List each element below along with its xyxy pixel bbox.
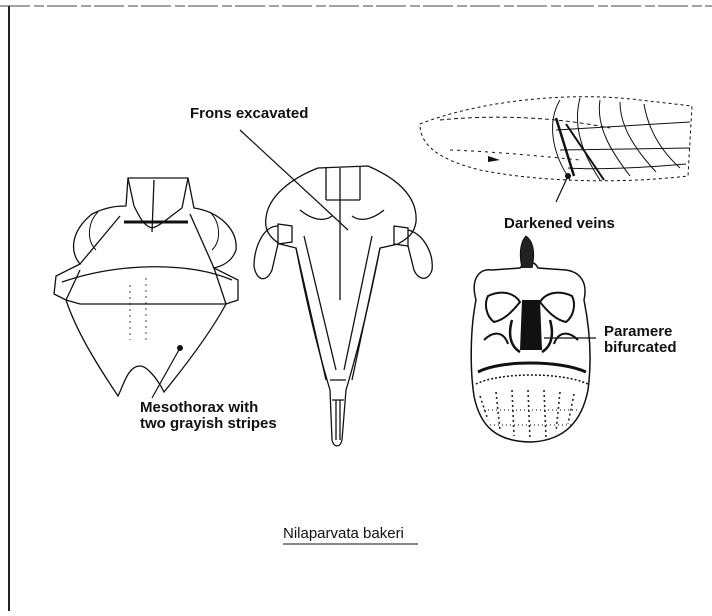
label-darkened-veins: Darkened veins (504, 215, 615, 232)
figure-caption: Nilaparvata bakeri (283, 525, 404, 542)
forewing-drawing (420, 97, 692, 181)
label-paramere-line2: bifurcated (604, 339, 677, 356)
label-frons-excavated: Frons excavated (190, 105, 308, 122)
label-paramere-line1: Paramere (604, 323, 672, 340)
mesothorax-drawing (54, 178, 238, 396)
wing-spot-mark (488, 156, 500, 162)
label-mesothorax-line1: Mesothorax with (140, 399, 258, 416)
paramere-drawing (471, 236, 590, 442)
head-frons-drawing (254, 166, 432, 446)
frons-leader-line (240, 130, 348, 230)
label-mesothorax-line2: two grayish stripes (140, 415, 277, 432)
